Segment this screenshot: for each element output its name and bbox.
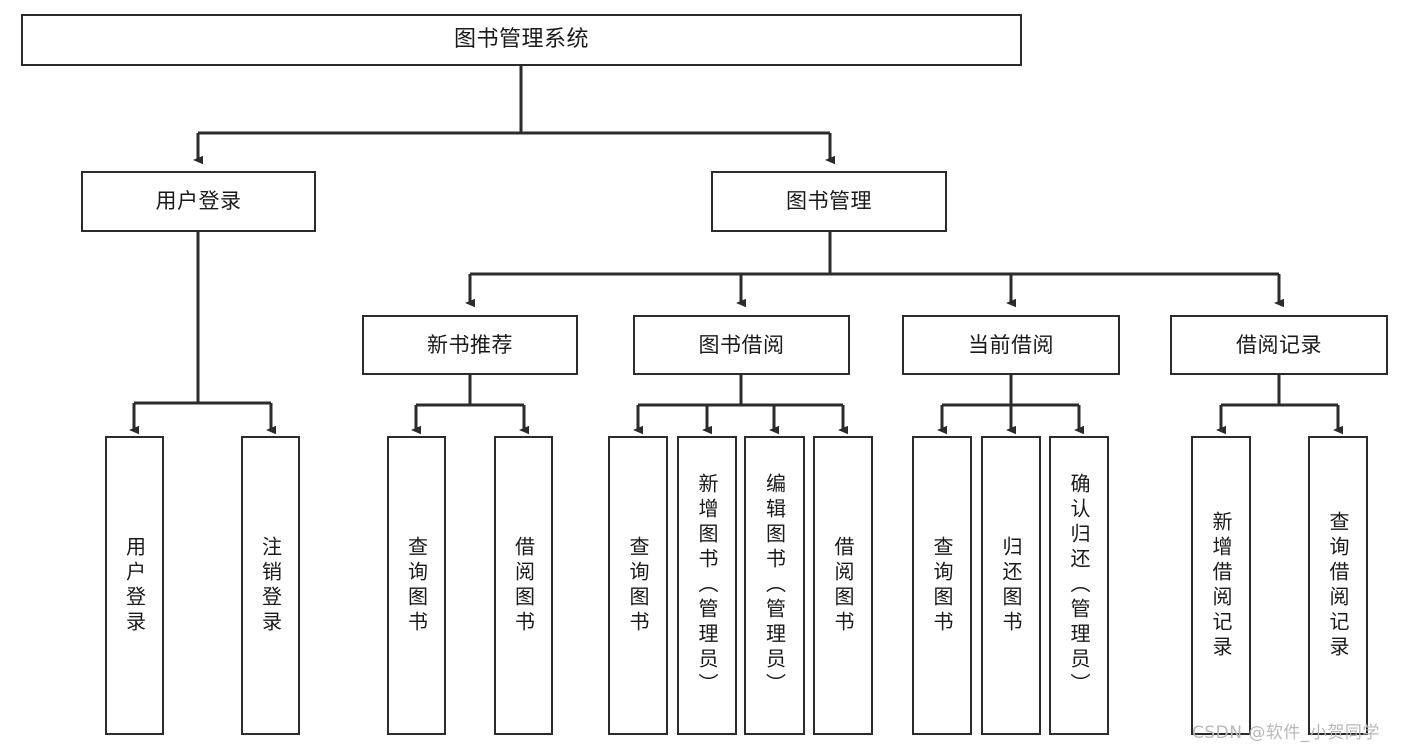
- node-leaf-return-book[interactable]: 归还图书: [981, 436, 1041, 735]
- node-user-login-label: 用户登录: [155, 189, 242, 214]
- node-leaf-add-borrow-record[interactable]: 新增借阅记录: [1191, 436, 1251, 735]
- node-leaf-edit-book-admin[interactable]: 编辑图书（管理员）: [744, 436, 805, 735]
- node-leaf-query-borrow-record[interactable]: 查询借阅记录: [1308, 436, 1368, 735]
- csdn-watermark: CSDN @软件_小贺同学: [1192, 723, 1380, 743]
- node-new-book-recommend-label: 新书推荐: [427, 332, 513, 357]
- node-leaf-confirm-return-admin[interactable]: 确认归还（管理员）: [1049, 436, 1109, 735]
- node-leaf-logout-label: 注销登录: [258, 535, 283, 636]
- node-root-label: 图书管理系统: [453, 27, 589, 53]
- node-leaf-recommend-borrow-book-label: 借阅图书: [511, 535, 536, 636]
- node-leaf-borrow-book[interactable]: 借阅图书: [813, 436, 873, 735]
- node-leaf-recommend-borrow-book[interactable]: 借阅图书: [494, 436, 553, 735]
- node-current-borrow[interactable]: 当前借阅: [902, 315, 1120, 375]
- node-book-borrow[interactable]: 图书借阅: [633, 315, 850, 375]
- node-leaf-current-query-book-label: 查询图书: [930, 535, 954, 636]
- node-book-borrow-label: 图书借阅: [698, 332, 785, 357]
- node-leaf-borrow-book-label: 借阅图书: [831, 535, 855, 636]
- node-leaf-current-query-book[interactable]: 查询图书: [912, 436, 972, 735]
- node-leaf-borrow-query-book[interactable]: 查询图书: [608, 436, 668, 735]
- node-borrow-record[interactable]: 借阅记录: [1170, 315, 1388, 375]
- node-root[interactable]: 图书管理系统: [21, 14, 1022, 66]
- node-leaf-recommend-query-book[interactable]: 查询图书: [387, 436, 446, 735]
- node-leaf-logout[interactable]: 注销登录: [241, 436, 300, 735]
- node-leaf-user-login-label: 用户登录: [122, 535, 147, 636]
- node-leaf-add-book-admin-label: 新增图书（管理员）: [695, 473, 719, 698]
- node-leaf-user-login[interactable]: 用户登录: [105, 436, 164, 735]
- node-new-book-recommend[interactable]: 新书推荐: [362, 315, 578, 375]
- node-book-management-label: 图书管理: [786, 189, 872, 214]
- node-book-management[interactable]: 图书管理: [711, 171, 947, 232]
- node-leaf-borrow-query-book-label: 查询图书: [626, 535, 650, 636]
- node-current-borrow-label: 当前借阅: [968, 332, 1054, 357]
- node-leaf-add-book-admin[interactable]: 新增图书（管理员）: [677, 436, 737, 735]
- node-leaf-add-borrow-record-label: 新增借阅记录: [1209, 510, 1233, 661]
- node-leaf-return-book-label: 归还图书: [999, 535, 1023, 636]
- node-user-login[interactable]: 用户登录: [81, 171, 316, 232]
- node-leaf-confirm-return-admin-label: 确认归还（管理员）: [1067, 473, 1091, 698]
- node-borrow-record-label: 借阅记录: [1236, 332, 1322, 357]
- node-leaf-edit-book-admin-label: 编辑图书（管理员）: [762, 473, 787, 698]
- node-leaf-recommend-query-book-label: 查询图书: [404, 535, 429, 636]
- node-leaf-query-borrow-record-label: 查询借阅记录: [1326, 510, 1350, 661]
